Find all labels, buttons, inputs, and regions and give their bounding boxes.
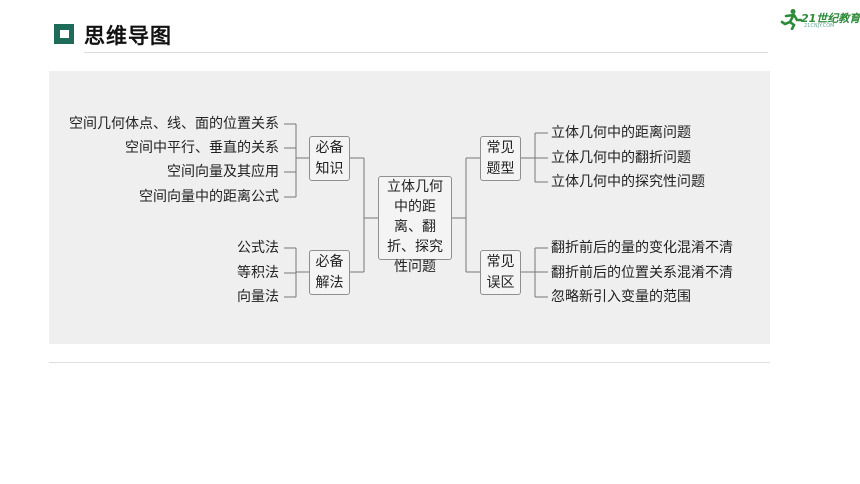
node-center-topic: 立体几何中的距离、翻折、探究性问题 xyxy=(378,176,452,275)
left-item-vector-method: 向量法 xyxy=(237,289,279,305)
page-title: 思维导图 xyxy=(84,24,172,48)
left-item-parallel-perpendicular: 空间中平行、垂直的关系 xyxy=(125,140,279,156)
logo-text: 21世纪教育 xyxy=(801,12,860,25)
right-item-quantity-confusion: 翻折前后的量的变化混淆不清 xyxy=(551,240,733,256)
right-item-variable-range: 忽略新引入变量的范围 xyxy=(551,289,691,305)
node-essential-knowledge: 必备知识 xyxy=(309,136,350,181)
right-item-distance-problem: 立体几何中的距离问题 xyxy=(551,125,691,141)
node-common-question-types: 常见题型 xyxy=(480,136,521,181)
left-item-distance-formula: 空间向量中的距离公式 xyxy=(139,189,279,205)
runner-icon xyxy=(780,9,802,30)
brand-logo: 21世纪教育 21CNJY.COM xyxy=(780,8,860,30)
right-item-exploration-problem: 立体几何中的探究性问题 xyxy=(551,174,705,190)
header-divider xyxy=(84,52,768,53)
left-item-position-relation: 空间几何体点、线、面的位置关系 xyxy=(69,116,279,132)
node-common-mistakes: 常见误区 xyxy=(480,250,521,295)
left-item-formula-method: 公式法 xyxy=(237,240,279,256)
header-square-icon xyxy=(54,24,74,44)
right-item-position-confusion: 翻折前后的位置关系混淆不清 xyxy=(551,265,733,281)
logo-subtext: 21CNJY.COM xyxy=(804,23,835,29)
bottom-divider xyxy=(49,362,770,363)
node-essential-methods: 必备解法 xyxy=(309,250,350,295)
left-item-equal-volume-method: 等积法 xyxy=(237,265,279,281)
left-item-space-vector: 空间向量及其应用 xyxy=(167,164,279,180)
right-item-folding-problem: 立体几何中的翻折问题 xyxy=(551,150,691,166)
